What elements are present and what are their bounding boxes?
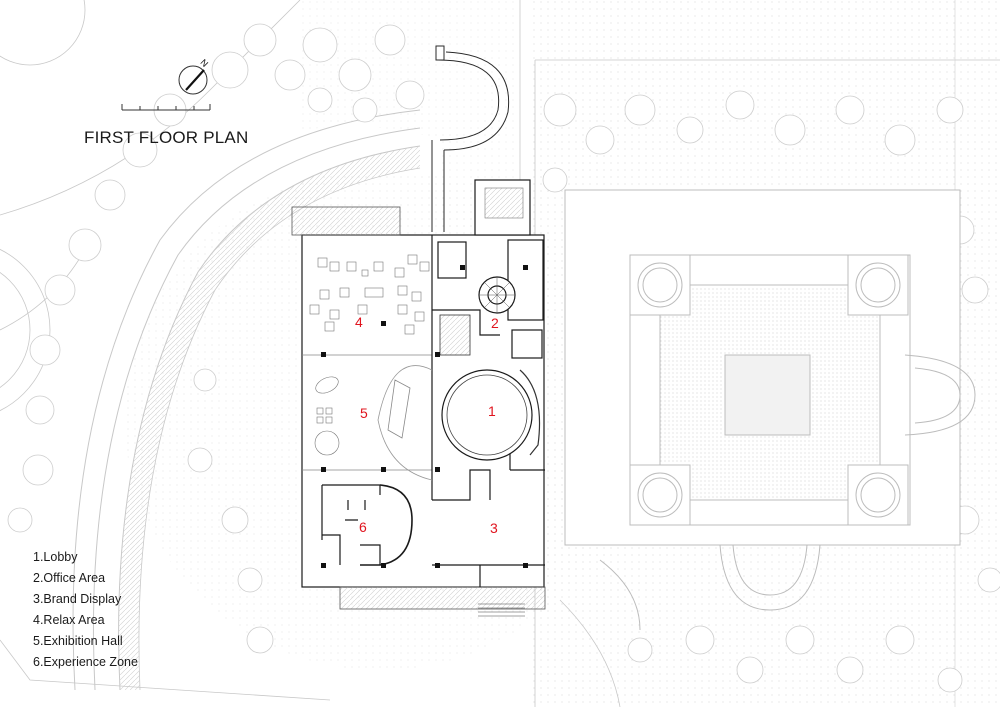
- legend-item-lobby: 1.Lobby: [33, 550, 78, 564]
- relax-area-furniture: [309, 254, 430, 456]
- scale-bar: [121, 104, 211, 111]
- room-label-6: 6: [359, 519, 367, 535]
- legend-item-exhibition-hall: 5.Exhibition Hall: [33, 634, 123, 648]
- legend-item-experience-zone: 6.Experience Zone: [33, 655, 138, 669]
- building-walls: [291, 179, 546, 610]
- legend-item-brand-display: 3.Brand Display: [33, 592, 122, 606]
- room-label-3: 3: [490, 520, 498, 536]
- legend-item-office-area: 2.Office Area: [33, 571, 106, 585]
- entrance-curved-walk: [431, 45, 510, 232]
- room-label-1: 1: [488, 403, 496, 419]
- room-label-5: 5: [360, 405, 368, 421]
- front-steps: [478, 603, 525, 617]
- plan-title: FIRST FLOOR PLAN: [84, 128, 249, 147]
- structural-columns: [321, 265, 528, 568]
- landscape-trees: [7, 23, 1000, 693]
- legend-item-relax-area: 4.Relax Area: [33, 613, 105, 627]
- right-courtyard: [564, 189, 976, 631]
- room-label-2: 2: [491, 315, 499, 331]
- room-label-4: 4: [355, 314, 363, 330]
- legend: 1.Lobby 2.Office Area 3.Brand Display 4.…: [33, 547, 138, 673]
- north-arrow-icon: [178, 65, 208, 95]
